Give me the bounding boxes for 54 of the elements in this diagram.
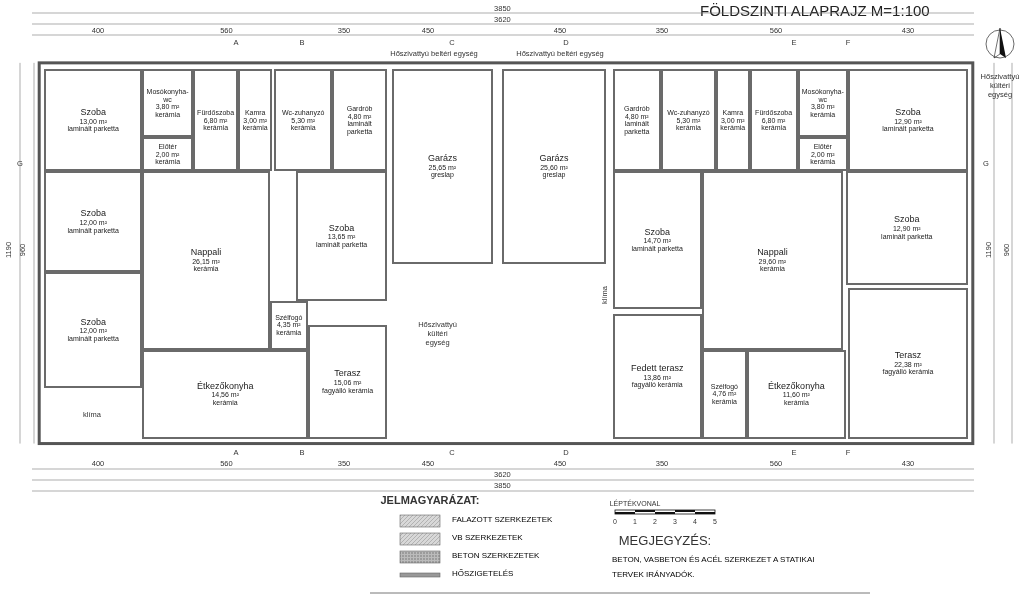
room — [44, 171, 143, 272]
room — [308, 325, 388, 439]
note-heading: MEGJEGYZÉS: — [618, 532, 712, 548]
room — [44, 271, 143, 389]
room — [848, 69, 968, 172]
room — [502, 69, 606, 264]
room-name: Szoba — [80, 317, 106, 328]
room — [269, 301, 308, 350]
room — [142, 171, 270, 350]
room-name: Szoba — [894, 215, 920, 226]
room-name: Étkezőkonyha — [196, 381, 254, 392]
plan-title: FÖLDSZINTI ALAPRAJZ M=1:100 — [700, 2, 930, 19]
room — [749, 69, 798, 172]
room — [747, 349, 846, 439]
room — [797, 69, 848, 138]
room — [612, 313, 702, 439]
room — [296, 171, 388, 301]
room — [332, 69, 388, 172]
room-name: Szoba — [328, 223, 355, 234]
room — [845, 171, 968, 285]
room-name: Nappali — [190, 247, 222, 258]
room-name: Étkezőkonyha — [768, 381, 825, 392]
room — [848, 288, 968, 439]
legend-label: FALAZOTT SZERKEZETEK — [452, 515, 553, 524]
legend-label: BETON SZERKEZETEK — [452, 551, 540, 560]
room-name: Szoba — [644, 227, 670, 238]
room-name: Nappali — [757, 247, 788, 258]
room-name: Garázs — [539, 153, 569, 164]
room — [716, 69, 750, 172]
room — [44, 69, 143, 172]
legend-label: VB SZERKEZETEK — [452, 533, 523, 542]
room — [142, 137, 193, 172]
room — [192, 69, 239, 172]
room-name: Szoba — [80, 107, 106, 118]
room — [392, 69, 493, 264]
room — [701, 349, 748, 439]
room — [142, 69, 193, 138]
room — [142, 349, 308, 439]
room — [612, 69, 661, 172]
room — [238, 69, 272, 172]
room — [701, 171, 844, 350]
legend-title: JELMAGYARÁZAT: — [380, 494, 480, 506]
room-name: Fedett terasz — [630, 363, 684, 374]
note-text: BETON, VASBETON ÉS ACÉL SZERKEZET A STATIKAI TERVEK IRÁNYADÓK. — [612, 554, 816, 582]
room — [797, 137, 848, 172]
room-name: Szoba — [80, 208, 106, 219]
room-name: Terasz — [894, 350, 922, 361]
room-name: Terasz — [334, 369, 361, 380]
room-name: Szoba — [895, 107, 921, 118]
room — [612, 171, 702, 310]
room-name: Garázs — [427, 153, 457, 164]
room — [660, 69, 716, 172]
room — [274, 69, 332, 172]
legend-label: HŐSZIGETELÉS — [452, 569, 514, 578]
